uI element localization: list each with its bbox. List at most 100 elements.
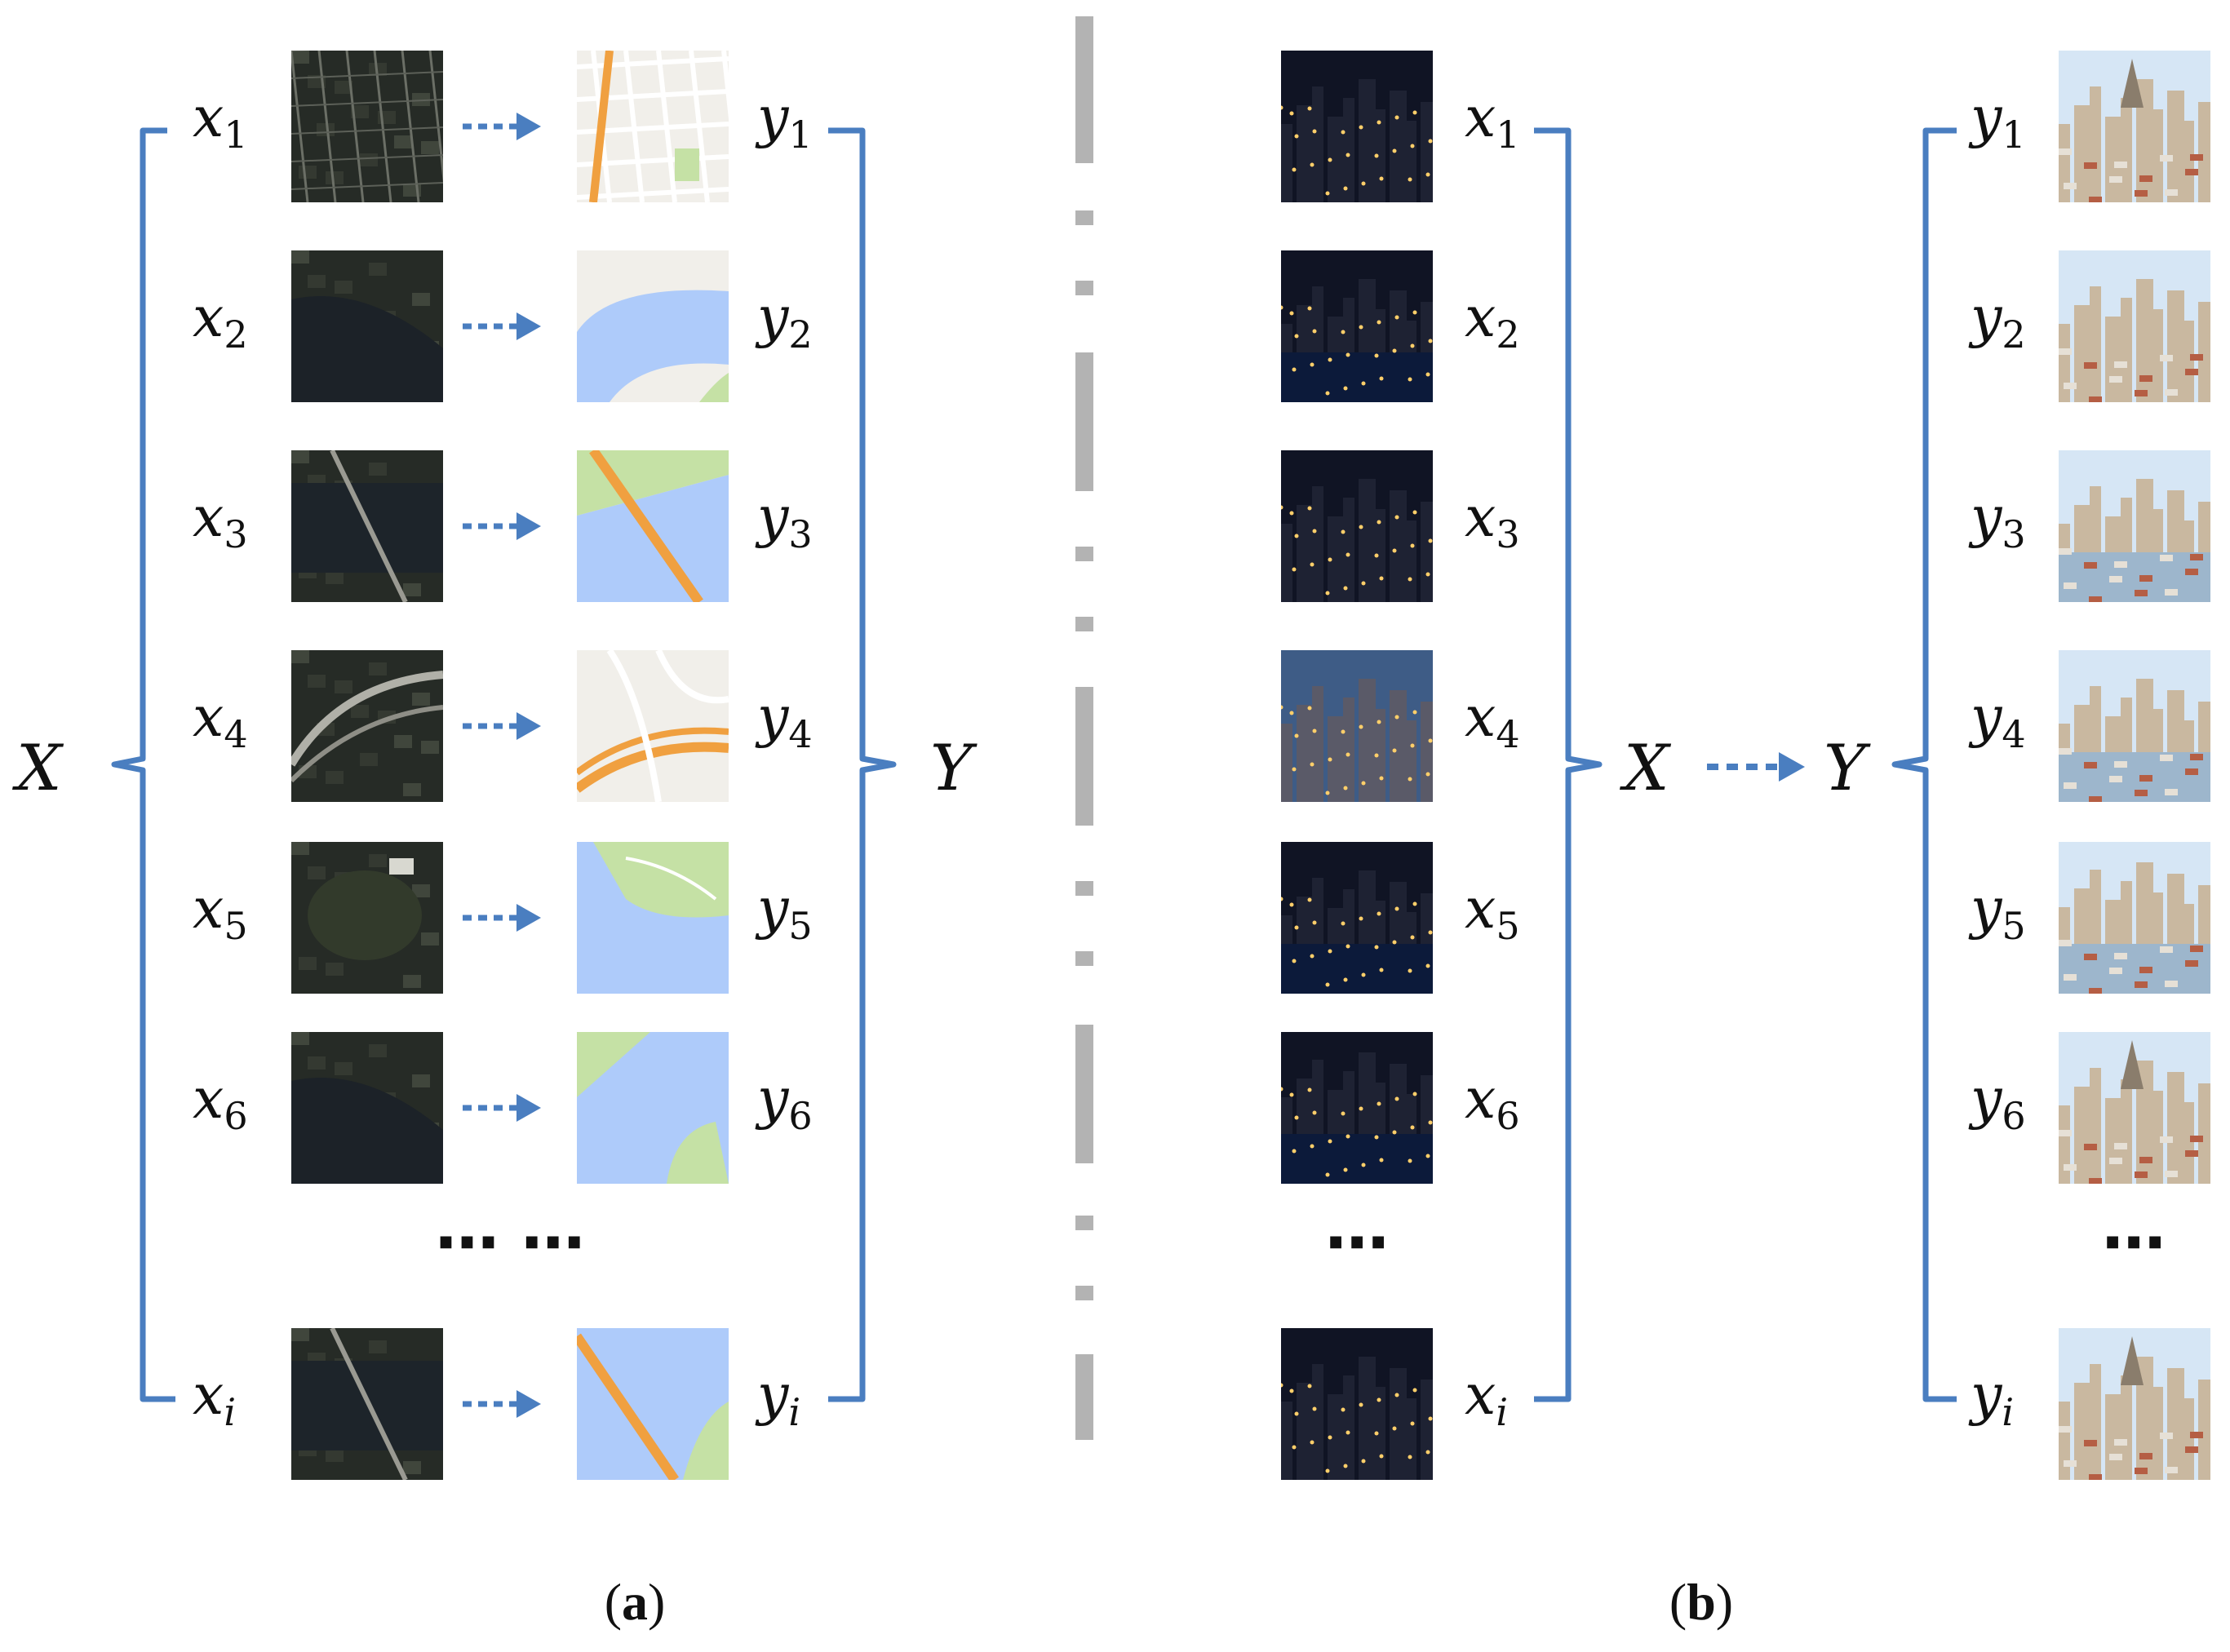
day-harbor-image	[2059, 450, 2210, 602]
dotted-arrow	[463, 1390, 541, 1418]
satellite-river-image	[291, 250, 443, 402]
x-row-b: x2	[1281, 250, 1520, 402]
y-label-b: y5	[1968, 877, 2026, 948]
x-row-b: xi	[1281, 1328, 1508, 1480]
pair-row-a: x1 y1	[193, 51, 813, 202]
map-river-image	[577, 250, 729, 402]
ellipsis-b-x: ⋯	[1325, 1207, 1389, 1280]
x-label-b: xi	[1465, 1363, 1508, 1434]
satellite-shore-image	[291, 1032, 443, 1184]
dash-dot-divider	[1075, 16, 1093, 1440]
x-label-a: xi	[193, 1363, 236, 1434]
caption-b: (b)	[1669, 1573, 1733, 1631]
y-row-b: y3	[1968, 450, 2210, 602]
map-park-image	[577, 842, 729, 994]
pair-row-a: x2 y2	[193, 250, 813, 402]
day-street-image	[2059, 250, 2210, 402]
y-label-b: y6	[1968, 1067, 2026, 1138]
day-basilica-image	[2059, 1032, 2210, 1184]
y-label-b: y3	[1968, 485, 2026, 556]
x-label-b: x6	[1465, 1067, 1520, 1138]
y-row-b: y4	[1968, 650, 2210, 802]
x-label-b: x1	[1465, 86, 1520, 157]
dotted-arrow	[463, 512, 541, 540]
brace-y-set-b	[1891, 127, 1957, 1402]
x-label-a: x5	[193, 877, 248, 948]
x-label-a: x1	[193, 86, 248, 157]
set-x-label-a: X	[11, 732, 64, 805]
night-river-image	[1281, 250, 1433, 402]
y-label-b: yi	[1968, 1363, 2014, 1434]
y-row-b: yi	[1968, 1328, 2210, 1480]
caption-a: (a)	[605, 1573, 666, 1631]
brace-x-set-b	[1534, 127, 1603, 1402]
y-label-a: y4	[755, 685, 813, 756]
pair-row-a: xi yi	[193, 1328, 800, 1480]
ellipsis-a: ⋯ ⋯	[435, 1207, 584, 1280]
satellite-park-image	[291, 842, 443, 994]
y-label-a: y6	[755, 1067, 813, 1138]
x-row-b: x3	[1281, 450, 1520, 602]
x-row-b: x1	[1281, 51, 1520, 202]
right-brace-y	[828, 127, 897, 1402]
map-streets-image	[577, 51, 729, 202]
day-cathedral-image	[2059, 51, 2210, 202]
x-label-a: x3	[193, 485, 248, 556]
y-label-a: y5	[755, 877, 813, 948]
satellite-highway-image	[291, 650, 443, 802]
dotted-arrow	[463, 1094, 541, 1122]
dusk-town-image	[1281, 650, 1433, 802]
satellite-bridge-image	[291, 1328, 443, 1480]
x-label-b: x4	[1465, 685, 1520, 756]
dotted-arrow	[463, 312, 541, 340]
y-label-a: y2	[755, 286, 813, 357]
map-bridge-image	[577, 450, 729, 602]
x-label-a: x4	[193, 685, 248, 756]
satellite-bridge-image	[291, 450, 443, 602]
x-row-b: x5	[1281, 842, 1520, 994]
set-y-label-a: Y	[930, 732, 978, 805]
night-city-image	[1281, 51, 1433, 202]
x-label-b: x3	[1465, 485, 1520, 556]
x-label-b: x5	[1465, 877, 1520, 948]
night-towers-image	[1281, 842, 1433, 994]
y-label-b: y4	[1968, 685, 2026, 756]
night-resort-image	[1281, 1328, 1433, 1480]
pair-row-a: x4 y4	[193, 650, 813, 802]
set-x-label-b: X	[1619, 732, 1672, 805]
map-highway-image	[577, 650, 729, 802]
left-brace-x	[111, 127, 175, 1402]
y-label-a: y1	[755, 86, 813, 157]
dotted-arrow	[463, 113, 541, 140]
panel-b: X Y x1 x2 x3 x4 x5 x6 xi y1 y2 y3 y4 y5 y6 yi ⋯ ⋯ (b…	[1281, 51, 2210, 1631]
dotted-arrow	[463, 904, 541, 932]
set-y-label-b: Y	[1824, 732, 1871, 805]
satellite-city-image	[291, 51, 443, 202]
x-label-a: x2	[193, 286, 248, 357]
pair-row-a: x6 y6	[193, 1032, 813, 1184]
pair-row-a: x5 y5	[193, 842, 813, 994]
dotted-arrow	[463, 712, 541, 740]
y-row-b: y5	[1968, 842, 2210, 994]
map-shore-image	[577, 1032, 729, 1184]
y-row-b: y1	[1968, 51, 2210, 202]
y-row-b: y2	[1968, 250, 2210, 402]
day-coast-image	[2059, 650, 2210, 802]
night-skyline-image	[1281, 450, 1433, 602]
x-row-b: x6	[1281, 1032, 1520, 1184]
y-label-b: y1	[1968, 86, 2026, 157]
y-row-b: y6	[1968, 1032, 2210, 1184]
mapping-arrowhead-b	[1779, 752, 1805, 782]
y-label-a: yi	[755, 1363, 800, 1434]
day-cathedral-image	[2059, 1328, 2210, 1480]
y-label-b: y2	[1968, 286, 2026, 357]
night-canal-image	[1281, 1032, 1433, 1184]
map-diagonal-image	[577, 1328, 729, 1480]
x-row-b: x4	[1281, 650, 1520, 802]
x-label-b: x2	[1465, 286, 1520, 357]
ellipsis-b-y: ⋯	[2102, 1207, 2166, 1280]
x-label-a: x6	[193, 1067, 248, 1138]
